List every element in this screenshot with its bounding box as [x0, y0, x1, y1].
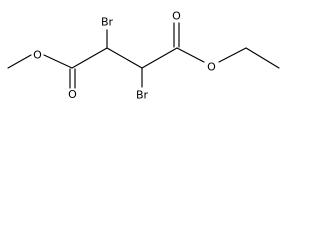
atom-labels: O O Br Br O O	[33, 10, 216, 102]
atom-o-ester-left: O	[33, 49, 42, 62]
structure-canvas: O O Br Br O O	[0, 0, 284, 118]
atom-o-carbonyl-left: O	[68, 88, 77, 101]
bond-c2-c3	[106, 47, 143, 69]
atom-o-carbonyl-right: O	[172, 10, 181, 23]
bond-ch2-ch3	[245, 47, 280, 69]
bond-o-ch2-right	[218, 47, 247, 63]
bond-c1-c2	[71, 47, 108, 69]
bond-methyl-o-left	[7, 54, 32, 69]
bonds	[7, 22, 280, 89]
bond-o-c1-left	[43, 54, 73, 69]
bond-c3-c4	[141, 47, 178, 69]
atom-o-ester-right: O	[207, 61, 216, 74]
molecule-structure: O O Br Br O O	[7, 10, 280, 102]
atom-br-upper: Br	[101, 16, 114, 29]
bond-c4-o-right	[176, 47, 205, 63]
atom-br-lower: Br	[136, 89, 149, 102]
